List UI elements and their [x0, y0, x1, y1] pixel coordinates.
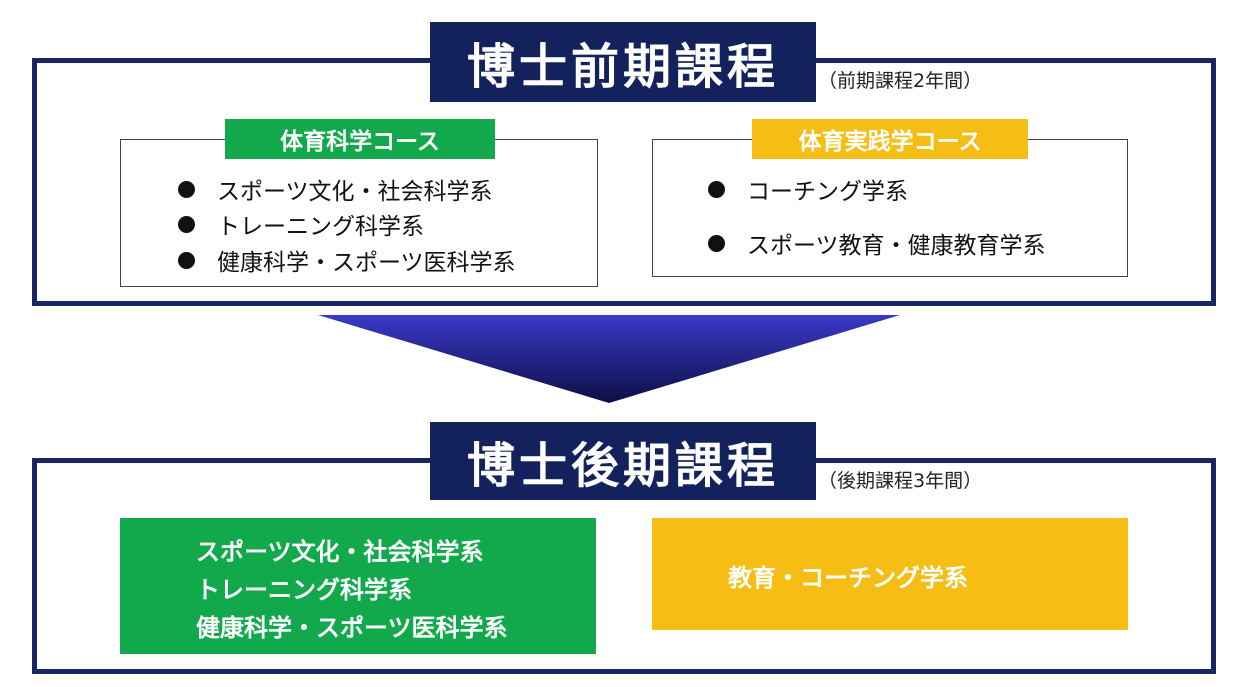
bullet-icon	[178, 251, 195, 269]
list-item-label: コーチング学系	[747, 179, 908, 205]
list-item: コーチング学系	[708, 172, 908, 206]
doctoral-program-title: 博士後期課程	[430, 422, 816, 500]
list-item: トレーニング科学系	[178, 207, 424, 241]
pe-practice-course-box	[652, 139, 1128, 277]
list-item-label: スポーツ教育・健康教育学系	[747, 233, 1046, 259]
sports-science-course-label: 体育科学コース	[225, 119, 495, 159]
list-item-label: 健康科学・スポーツ医科学系	[217, 250, 516, 276]
bullet-icon	[178, 180, 195, 198]
block-line: 教育・コーチング学系	[728, 564, 968, 592]
block-line: 健康科学・スポーツ医科学系	[196, 614, 508, 642]
bullet-icon	[178, 215, 195, 233]
doctoral-program-duration: （後期課程3年間）	[818, 470, 983, 492]
masters-program-title: 博士前期課程	[430, 22, 816, 102]
list-item: スポーツ教育・健康教育学系	[708, 226, 1046, 260]
list-item: 健康科学・スポーツ医科学系	[178, 243, 516, 277]
doctoral-sports-science-block: スポーツ文化・社会科学系 トレーニング科学系 健康科学・スポーツ医科学系	[120, 518, 596, 654]
block-line: トレーニング科学系	[196, 576, 412, 604]
down-arrow-icon	[318, 315, 900, 403]
bullet-icon	[708, 180, 725, 198]
list-item-label: スポーツ文化・社会科学系	[217, 179, 493, 205]
masters-program-duration: （前期課程2年間）	[818, 70, 983, 92]
block-line: スポーツ文化・社会科学系	[196, 538, 484, 566]
bullet-icon	[708, 234, 725, 252]
list-item-label: トレーニング科学系	[217, 214, 424, 240]
sports-science-course-box	[120, 139, 598, 287]
list-item: スポーツ文化・社会科学系	[178, 172, 493, 206]
doctoral-education-coaching-block: 教育・コーチング学系	[652, 518, 1128, 630]
pe-practice-course-label: 体育実践学コース	[752, 119, 1028, 159]
